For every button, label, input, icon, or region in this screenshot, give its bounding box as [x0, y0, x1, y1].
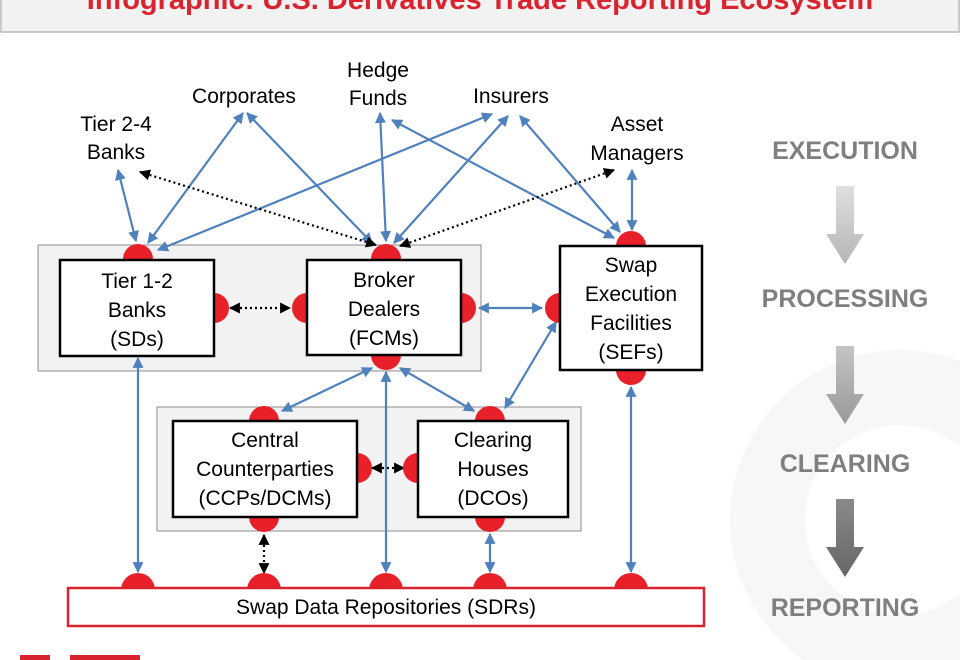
label-text: (FCMs): [349, 327, 419, 350]
link-sef-dco: [504, 321, 557, 409]
stage-execution: EXECUTION: [772, 137, 918, 165]
link-insurers-tier12: [156, 112, 494, 252]
link-corporates-tier12: [147, 112, 244, 244]
label-text: Houses: [457, 458, 528, 481]
label-text: Banks: [108, 299, 166, 322]
label-text: Execution: [585, 283, 677, 306]
shape: [70, 655, 140, 660]
participant-hedge-funds: Hedge Funds: [347, 59, 409, 110]
link-hedgefunds-broker: [374, 111, 392, 243]
participant-insurers: Insurers: [473, 85, 549, 108]
label-text: Managers: [590, 142, 683, 165]
label-text: (CCPs/DCMs): [199, 487, 332, 510]
label-text: (SEFs): [598, 341, 663, 364]
participant-tier24-banks: Tier 2-4 Banks: [80, 113, 152, 164]
label-text: (DCOs): [457, 487, 528, 510]
stage-reporting: REPORTING: [771, 594, 920, 622]
footer-logo: [20, 655, 140, 660]
label-text: Dealers: [348, 298, 420, 321]
shape: [66, 586, 706, 628]
entity-clearing-houses: Clearing Houses (DCOs): [416, 419, 570, 519]
link-insurers-broker: [393, 115, 509, 244]
shape: [305, 258, 463, 357]
shape: [0, 0, 960, 33]
label-text: Counterparties: [196, 458, 334, 481]
label-text: Swap Data Repositories (SDRs): [236, 596, 536, 619]
stage-clearing: CLEARING: [780, 450, 911, 478]
participant-corporates: Corporates: [192, 85, 296, 108]
arrow-down-icon: [826, 186, 864, 264]
label-text: Facilities: [590, 312, 672, 335]
link-broker-dco: [399, 367, 475, 412]
arrow-down-icon: [826, 346, 864, 424]
label-text: Broker: [353, 269, 415, 292]
page-title: Infographic: U.S. Derivatives Trade Repo…: [87, 0, 873, 16]
label-text: Funds: [349, 87, 407, 110]
dotted-links: [138, 168, 616, 575]
label-text: Swap: [605, 254, 658, 277]
label-text: Tier 2-4: [80, 113, 152, 136]
label-text: Banks: [87, 141, 145, 164]
process-stages: EXECUTION PROCESSING CLEARING REPORTING: [762, 137, 929, 622]
entity-tier12-banks: Tier 1-2 Banks (SDs): [58, 258, 216, 358]
entity-swap-execution-facilities: Swap Execution Facilities (SEFs): [558, 244, 704, 372]
shape: [58, 258, 216, 358]
shape: [558, 244, 704, 372]
link-tier24-tier12: [115, 168, 139, 243]
label-text: Clearing: [454, 429, 532, 452]
label-text: Corporates: [192, 85, 296, 108]
arrow-down-icon: [826, 499, 864, 577]
shape: [416, 419, 570, 519]
dotted-tier24-broker: [138, 169, 378, 248]
label-text: Central: [231, 429, 299, 452]
link-corporates-broker: [246, 112, 373, 244]
label-text: Insurers: [473, 85, 549, 108]
label-text: Hedge: [347, 59, 409, 82]
link-hedgefunds-sef: [391, 119, 615, 239]
label-text: (SDs): [110, 328, 164, 351]
entity-central-counterparties: Central Counterparties (CCPs/DCMs): [171, 419, 359, 519]
entity-broker-dealers: Broker Dealers (FCMs): [305, 258, 463, 357]
label-text: Asset: [611, 113, 664, 136]
shape: [171, 419, 359, 519]
entity-swap-data-repositories: Swap Data Repositories (SDRs): [66, 586, 706, 628]
label-text: Tier 1-2: [101, 270, 173, 293]
participant-asset-managers: Asset Managers: [590, 113, 683, 165]
stage-processing: PROCESSING: [762, 285, 929, 313]
title-bar: Infographic: U.S. Derivatives Trade Repo…: [0, 0, 960, 33]
shape: [20, 655, 50, 660]
link-broker-ccp: [281, 367, 373, 412]
